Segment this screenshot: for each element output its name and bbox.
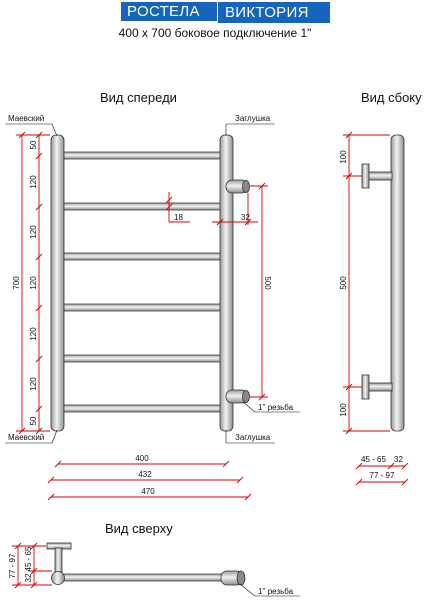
maevsky-bottom-label: Маевский — [8, 433, 44, 442]
dim-width-400: 400 — [135, 454, 149, 463]
side-bracket-top-arm — [367, 171, 393, 181]
dim-depth-32: 32 — [394, 455, 403, 464]
side-pipe — [390, 134, 405, 432]
side-vertical-dims — [343, 131, 390, 435]
plug-bottom-label: Заглушка — [235, 433, 271, 442]
dim-depth-range: 45 - 65 — [361, 455, 386, 464]
dim-seg-120: 120 — [29, 175, 38, 189]
side-view-title: Вид сбоку — [361, 90, 422, 105]
dim-top-depth-32: 32 — [24, 573, 33, 582]
inlet-bottom-end — [242, 390, 250, 403]
left-pipe — [50, 134, 65, 432]
rungs — [59, 151, 225, 413]
dim-side-100-top: 100 — [339, 150, 348, 164]
top-view-title: Вид сверху — [105, 521, 173, 536]
top-depth-dims — [12, 542, 52, 589]
rung-offset-dims — [165, 192, 258, 226]
maevsky-top-label: Маевский — [8, 114, 44, 123]
dim-seg-50-bottom: 50 — [29, 416, 38, 425]
dim-side-500: 500 — [339, 276, 348, 290]
dim-side-100-bottom: 100 — [339, 403, 348, 417]
dim-seg-120: 120 — [29, 377, 38, 391]
dim-inlet-spacing: 500 — [263, 276, 272, 290]
dim-height-total: 700 — [12, 276, 21, 290]
rung — [59, 202, 225, 211]
front-width-dims — [47, 460, 252, 501]
side-bracket-bottom-arm — [367, 382, 393, 392]
top-thread-label: 1'' резьба — [258, 587, 294, 596]
top-inlet-end — [236, 570, 246, 586]
front-view: Маевский Заглушка Маевский Заглушка 1'' … — [5, 114, 300, 501]
rung — [59, 252, 225, 261]
front-vertical-dims — [16, 131, 50, 435]
inlet-top-end — [242, 180, 250, 193]
top-rung — [57, 573, 235, 582]
side-depth-dims — [355, 462, 409, 486]
rung — [59, 404, 225, 413]
side-bracket-bottom-plate — [361, 374, 370, 400]
dim-seg-120: 120 — [29, 225, 38, 239]
rung — [59, 354, 225, 363]
inlet-spacing-dim — [250, 182, 268, 401]
dim-rung-offset: 18 — [174, 213, 183, 222]
right-pipe — [219, 134, 234, 432]
top-bracket-arm — [54, 547, 63, 573]
subtitle: 400 x 700 боковое подключение 1" — [118, 26, 312, 40]
dim-seg-120: 120 — [29, 276, 38, 290]
dim-total-depth: 77 - 97 — [370, 471, 395, 480]
side-view: 100 500 100 45 - 65 32 77 - 97 — [339, 131, 409, 486]
front-view-title: Вид спереди — [100, 90, 177, 105]
rung — [59, 151, 225, 160]
model-label: ВИКТОРИЯ — [218, 2, 330, 23]
dim-width-432: 432 — [138, 470, 152, 479]
plug-top-label: Заглушка — [235, 114, 271, 123]
dim-top-total-depth: 77 - 97 — [8, 553, 17, 578]
dim-seg-50-top: 50 — [29, 140, 38, 149]
rung — [59, 303, 225, 312]
dim-top-depth-range: 45 - 65 — [24, 546, 33, 571]
dim-pipe-offset: 32 — [241, 213, 250, 222]
top-view: 1'' резьба 77 - 97 45 - 65 32 — [8, 542, 300, 597]
side-bracket-top-plate — [361, 163, 370, 189]
brand-label: РОСТЕЛА — [121, 2, 217, 21]
dim-seg-120: 120 — [29, 327, 38, 341]
thread-label: 1'' резьба — [258, 403, 294, 412]
top-left-pipe — [51, 571, 65, 585]
dim-width-470: 470 — [141, 487, 155, 496]
